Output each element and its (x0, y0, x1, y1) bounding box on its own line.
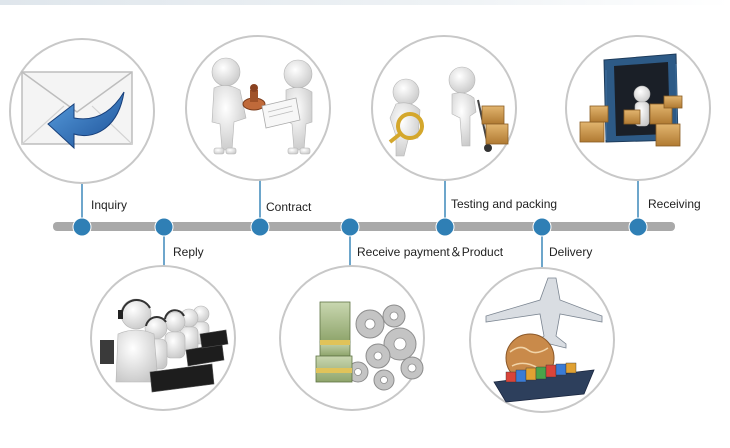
step-label-testing-packing: Testing and packing (451, 197, 557, 211)
plane-ship-globe-icon (469, 267, 615, 413)
node-contract (250, 217, 270, 237)
warehouse-boxes-icon (565, 35, 711, 181)
step-label-reply: Reply (173, 245, 204, 259)
step-label-receiving: Receiving (648, 197, 701, 211)
magnifier-package-icon (371, 35, 517, 181)
envelope-reply-icon (9, 38, 155, 184)
node-receive-payment (340, 217, 360, 237)
node-receiving (628, 217, 648, 237)
stamp-icon (242, 84, 266, 111)
step-label-contract: Contract (266, 200, 312, 214)
step-label-delivery: Delivery (549, 245, 592, 259)
step-label-receive-payment: Receive payment＆Product (357, 245, 504, 259)
timeline-bar (53, 222, 675, 231)
money-gears-icon (279, 265, 425, 411)
node-reply (154, 217, 174, 237)
timeline-nodes (72, 217, 648, 237)
node-delivery (532, 217, 552, 237)
call-center-icon (90, 265, 236, 411)
top-divider (0, 0, 730, 5)
node-testing-packing (435, 217, 455, 237)
handshake-contract-icon (185, 35, 331, 181)
step-label-inquiry: Inquiry (91, 198, 127, 212)
node-inquiry (72, 217, 92, 237)
